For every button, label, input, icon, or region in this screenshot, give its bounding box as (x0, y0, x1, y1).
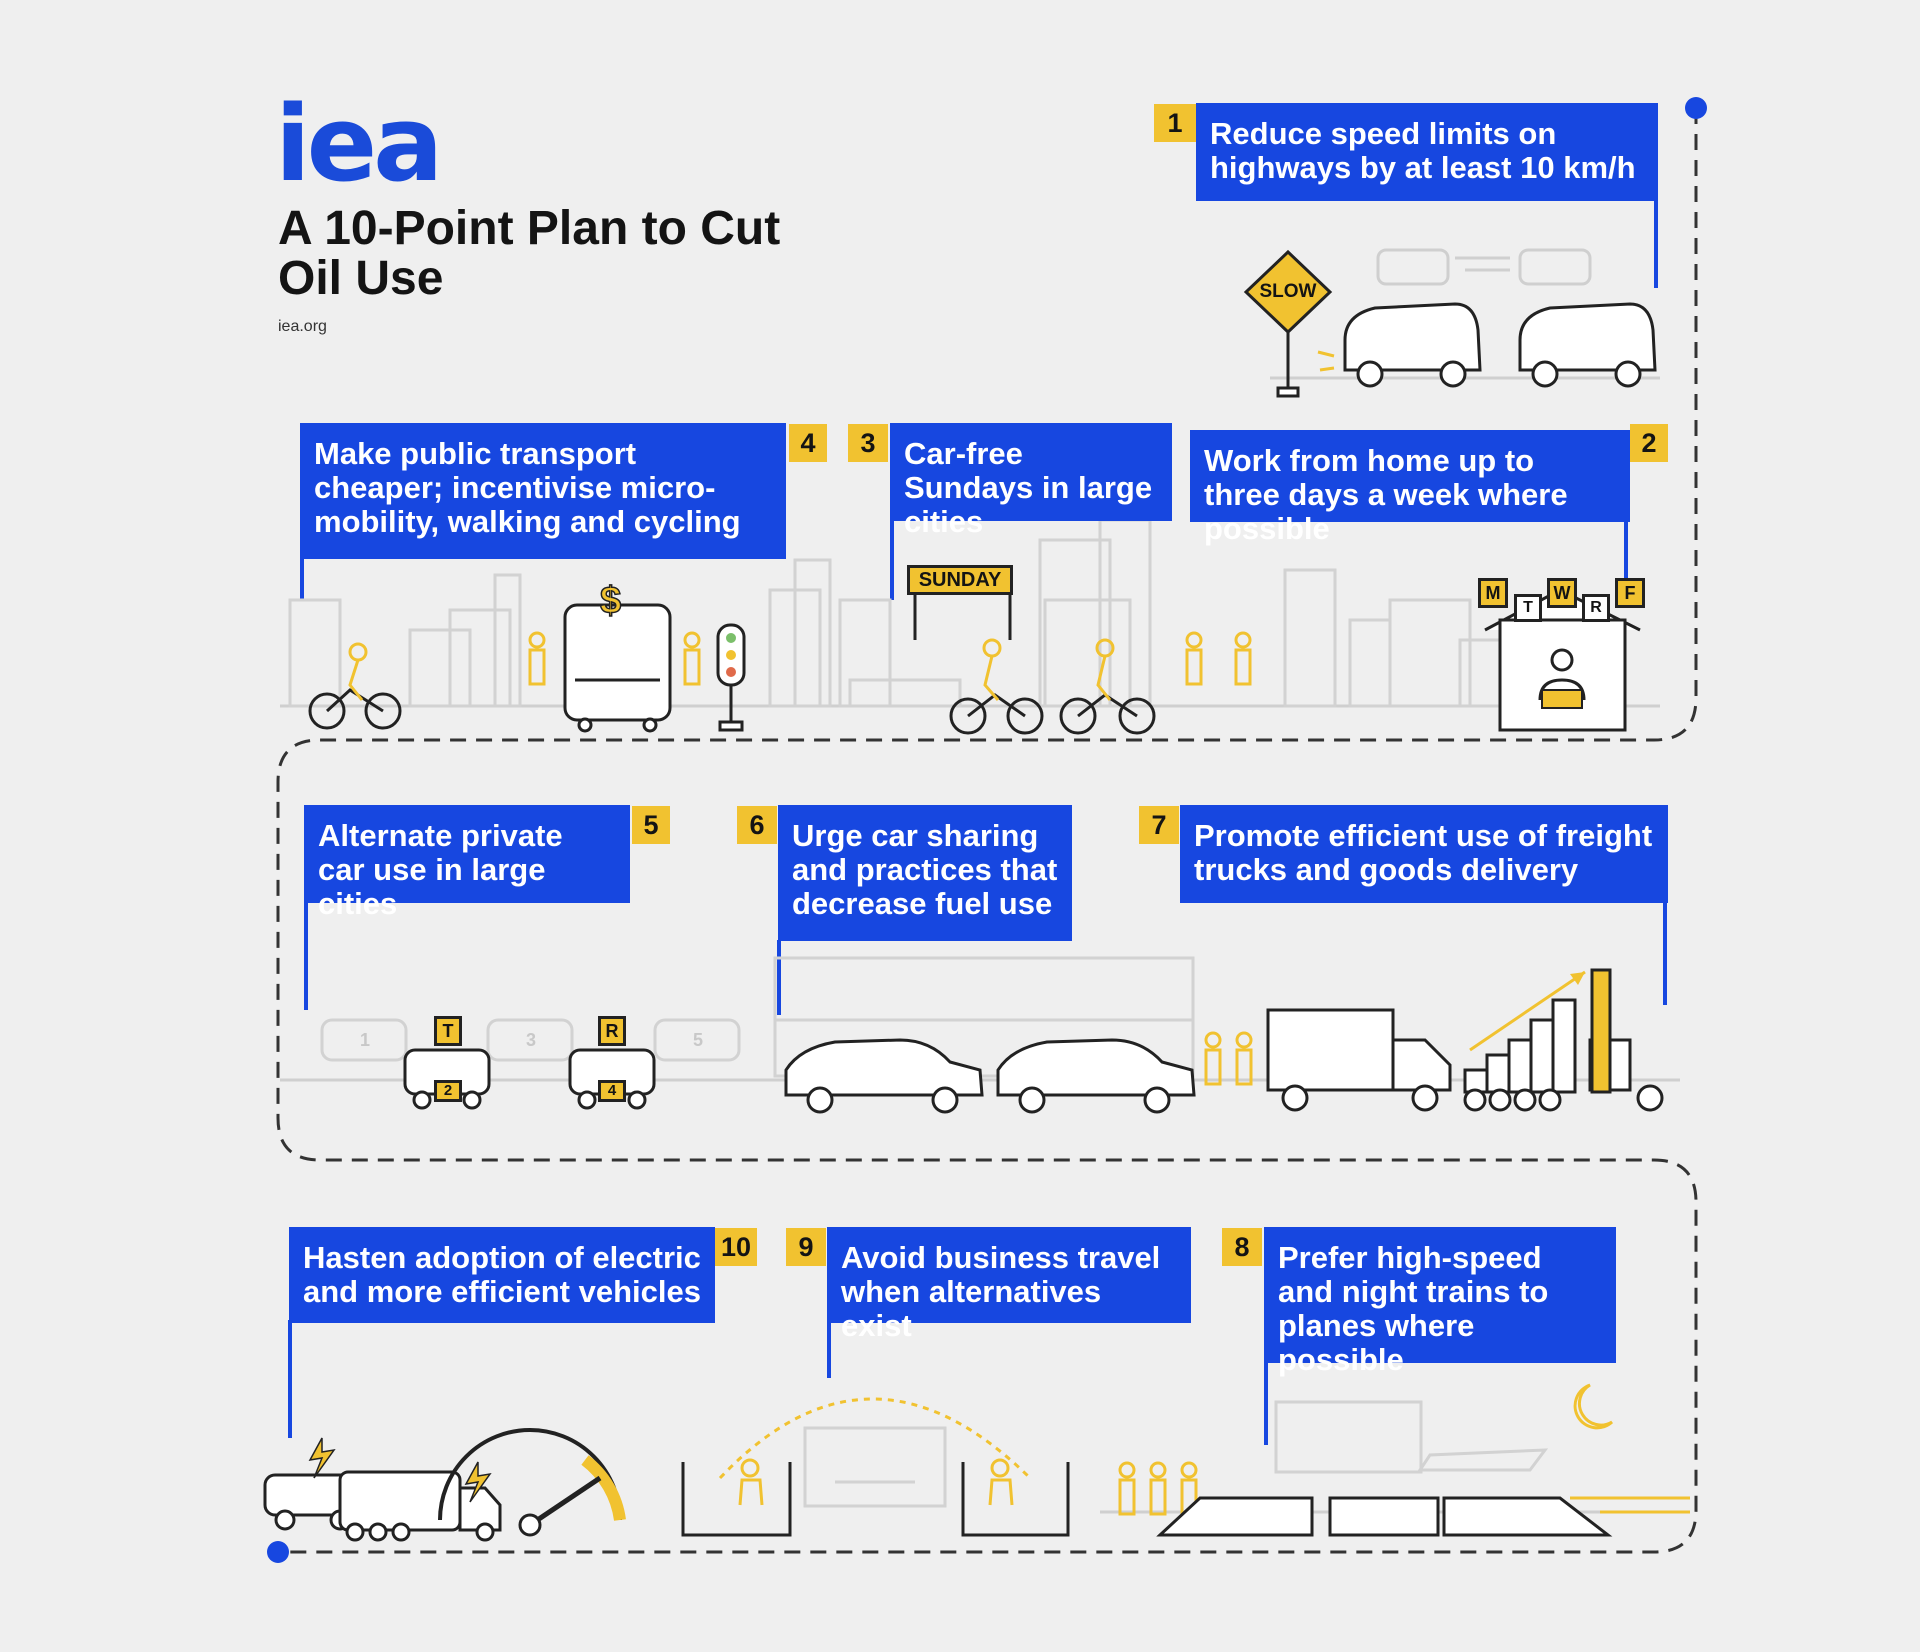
parking-structure (773, 956, 1195, 1078)
roof-sign-r: R (598, 1016, 626, 1046)
cyclists-sunday (913, 595, 1156, 735)
source-label: iea.org (278, 318, 327, 335)
sunday-sign: SUNDAY (907, 565, 1013, 595)
video-call-graphic (681, 1462, 1070, 1537)
bus-graphic (563, 603, 672, 733)
point-box-1: Reduce speed limits on highways by at le… (1196, 103, 1658, 201)
electric-vehicles (263, 1470, 502, 1542)
point-number-4: 4 (789, 424, 827, 462)
cyclist-left (308, 688, 402, 730)
point-box-8: Prefer high-speed and night trains to pl… (1264, 1227, 1616, 1377)
weekday-f: F (1615, 578, 1645, 608)
point1-cars (1343, 302, 1657, 388)
plate-5: 5 (692, 1030, 703, 1050)
slow-sign-graphic (1243, 249, 1333, 398)
plate-2: 2 (434, 1080, 462, 1102)
point-number-9: 9 (786, 1228, 826, 1266)
connector-lines (288, 185, 1667, 1445)
point-number-10: 10 (715, 1228, 757, 1266)
point-number-6: 6 (737, 806, 777, 844)
shared-cars (784, 1038, 1196, 1114)
plate-4: 4 (598, 1080, 626, 1102)
weekday-w: W (1547, 578, 1577, 608)
point-box-7: Promote efficient use of freight trucks … (1180, 805, 1668, 903)
point-number-2: 2 (1630, 424, 1668, 462)
page-title: A 10-Point Plan to Cut Oil Use (278, 202, 781, 305)
roof-sign-t: T (434, 1016, 462, 1046)
active-alternate-cars (403, 1048, 656, 1110)
weekday-r: R (1582, 594, 1610, 622)
point-number-8: 8 (1222, 1228, 1262, 1266)
freight-bars (1463, 998, 1577, 1112)
weekday-m: M (1478, 578, 1508, 608)
high-speed-train (1156, 1496, 1613, 1537)
dollar-sign: $ (599, 579, 622, 623)
moon-icon (1573, 1383, 1614, 1430)
point-box-6: Urge car sharing and practices that decr… (778, 805, 1072, 941)
weekday-t: T (1514, 594, 1542, 622)
point-box-9: Avoid business travel when alternatives … (827, 1227, 1191, 1343)
faint-alternate-cars (320, 1018, 741, 1062)
route-start-dot (1685, 97, 1707, 119)
point-number-3: 3 (848, 424, 888, 462)
point-box-4: Make public transport cheaper; incentivi… (300, 423, 786, 559)
plate-1: 1 (359, 1030, 370, 1050)
iea-logo: iea (275, 83, 443, 205)
point-number-7: 7 (1139, 806, 1179, 844)
plate-3: 3 (525, 1030, 536, 1050)
point-number-5: 5 (632, 806, 670, 844)
point-box-10: Hasten adoption of electric and more eff… (289, 1227, 715, 1323)
faint-cars (1376, 248, 1592, 286)
point-box-5: Alternate private car use in large citie… (304, 805, 630, 921)
skyline-row1 (288, 518, 1502, 708)
point-box-3: Car-free Sundays in large cities (890, 423, 1172, 539)
slow-sign-label: SLOW (1259, 281, 1317, 302)
route-path (276, 108, 1698, 1554)
route-end-dot (267, 1541, 289, 1563)
point-number-1: 1 (1154, 104, 1196, 142)
point-box-2: Work from home up to three days a week w… (1190, 430, 1630, 546)
